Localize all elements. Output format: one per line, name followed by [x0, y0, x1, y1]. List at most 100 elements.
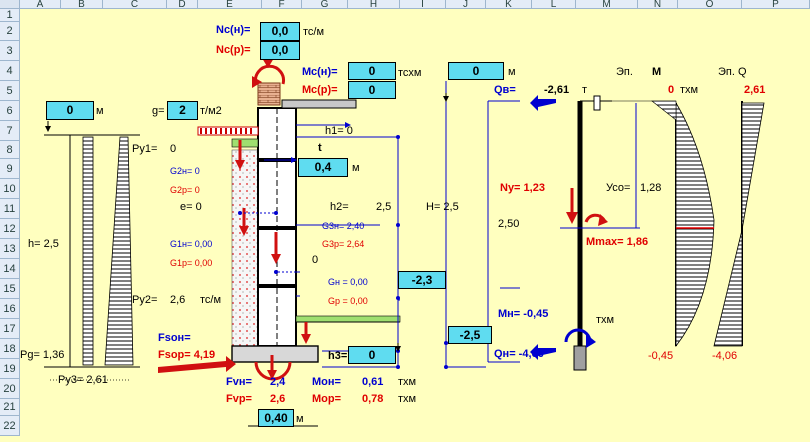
fvp-label: Fvр=	[226, 393, 252, 405]
row-header-11[interactable]: 11	[0, 199, 20, 219]
py2-value: 2,6	[170, 294, 186, 306]
column-header-j[interactable]: J	[446, 0, 486, 10]
m-label: M	[652, 66, 662, 78]
top-height-input[interactable]: 0	[448, 62, 504, 80]
nc-p-input[interactable]: 0,0	[260, 41, 300, 60]
column-header-c[interactable]: C	[103, 0, 167, 10]
column-header-a[interactable]: A	[20, 0, 61, 10]
py1-value: 0	[170, 143, 177, 155]
yco-label: Усо=	[606, 182, 631, 194]
nc-unit: тс/м	[303, 26, 325, 38]
mmax-value: Mmax= 1,86	[586, 236, 649, 248]
mn-label: Mн= -0,45	[498, 308, 549, 320]
right-mid-input[interactable]: -2,3	[398, 271, 446, 289]
row-header-8[interactable]: 8	[0, 141, 20, 159]
row-header-2[interactable]: 2	[0, 22, 20, 41]
row-header-5[interactable]: 5	[0, 81, 20, 101]
m-bottom-value: -0,45	[648, 350, 674, 362]
t-input[interactable]: 0,4	[298, 158, 348, 177]
g3p-value: G3р= 2,64	[322, 239, 365, 249]
row-header-13[interactable]: 13	[0, 239, 20, 259]
column-header-b[interactable]: B	[61, 0, 103, 10]
pg-value: Рg= 1,36	[20, 349, 65, 361]
h3-label: h3=	[328, 350, 348, 362]
qv-value: -2,61	[544, 84, 570, 96]
fvp-value: 2,6	[270, 393, 286, 405]
mon-value: 0,61	[362, 376, 384, 388]
row-header-6[interactable]: 6	[0, 101, 20, 121]
m-top-unit: тхм	[680, 84, 699, 96]
mc-p-input[interactable]: 0	[348, 81, 396, 99]
g1p-value: G1р= 0,00	[170, 258, 213, 268]
h1-label: h1= 0	[325, 125, 353, 137]
fvn-label: Fvн=	[226, 376, 252, 388]
ny-value: Ny= 1,23	[500, 182, 545, 194]
mop-unit: тхм	[398, 393, 417, 405]
row-header-15[interactable]: 15	[0, 279, 20, 299]
row-header-3[interactable]: 3	[0, 41, 20, 61]
column-header-f[interactable]: F	[262, 0, 302, 10]
fsop-value: Fsoр= 4,19	[158, 349, 216, 361]
ep-m-label: Эп.	[616, 66, 633, 78]
select-all-corner[interactable]	[0, 0, 20, 9]
py1-label: Ру1=	[132, 143, 158, 155]
mc-n-input[interactable]: 0	[348, 62, 396, 80]
row-header-12[interactable]: 12	[0, 219, 20, 239]
column-header-d[interactable]: D	[167, 0, 198, 10]
nc-n-input[interactable]: 0,0	[260, 22, 300, 41]
column-header-l[interactable]: L	[532, 0, 576, 10]
column-header-o[interactable]: O	[678, 0, 742, 10]
nc-n-label: Nc(н)=	[216, 24, 251, 36]
row-header-10[interactable]: 10	[0, 179, 20, 199]
row-header-19[interactable]: 19	[0, 359, 20, 379]
gn-value: Gн = 0,00	[328, 277, 368, 287]
g-input[interactable]: 2	[167, 101, 198, 120]
py2-unit: тс/м	[200, 294, 222, 306]
column-header-g[interactable]: G	[302, 0, 348, 10]
nc-p-label: Nc(р)=	[216, 44, 251, 56]
e-label: е= 0	[180, 201, 202, 213]
mop-value: 0,78	[362, 393, 384, 405]
py2-label: Ру2=	[132, 294, 158, 306]
right-low-input[interactable]: -2,5	[448, 326, 492, 344]
column-header-h[interactable]: H	[348, 0, 400, 10]
m-top-value: 0	[668, 84, 675, 96]
left-height-unit: м	[96, 105, 104, 117]
row-header-9[interactable]: 9	[0, 159, 20, 179]
row-header-1[interactable]: 1	[0, 9, 20, 22]
h-total-label: H= 2,5	[426, 201, 459, 213]
row-header-14[interactable]: 14	[0, 259, 20, 279]
fson-label: Fsoн=	[158, 332, 191, 344]
row-header-7[interactable]: 7	[0, 121, 20, 141]
column-header-k[interactable]: K	[486, 0, 532, 10]
h2-value: 2,5	[376, 201, 392, 213]
row-header-4[interactable]: 4	[0, 61, 20, 81]
g1n-value: G1н= 0,00	[170, 239, 213, 249]
column-header-e[interactable]: E	[198, 0, 262, 10]
bottom-width-input[interactable]: 0,40	[258, 409, 294, 427]
column-header-m[interactable]: M	[576, 0, 638, 10]
fvn-value: 2,4	[270, 376, 286, 388]
qn-label: Qн= -4,06	[494, 348, 544, 360]
column-header-i[interactable]: I	[400, 0, 446, 10]
qv-label: Qв=	[494, 84, 516, 96]
bottom-width-unit: м	[296, 413, 304, 425]
gn-offset: 0	[312, 254, 319, 266]
row-header-17[interactable]: 17	[0, 319, 20, 339]
gp-value: Gр = 0,00	[328, 296, 368, 306]
row-header-21[interactable]: 21	[0, 399, 20, 416]
row-header-22[interactable]: 22	[0, 416, 20, 436]
column-header-n[interactable]: N	[638, 0, 678, 10]
yco-value: 1,28	[640, 182, 662, 194]
row-header-18[interactable]: 18	[0, 339, 20, 359]
row-header-20[interactable]: 20	[0, 379, 20, 399]
mc-p-label: Мс(р)=	[302, 84, 338, 96]
left-height-input[interactable]: 0	[46, 101, 94, 120]
h3-input[interactable]: 0	[348, 346, 396, 364]
mc-n-label: Мс(н)=	[302, 66, 338, 78]
row-header-16[interactable]: 16	[0, 299, 20, 319]
qv-unit: т	[582, 84, 588, 96]
t-unit: м	[352, 162, 360, 174]
